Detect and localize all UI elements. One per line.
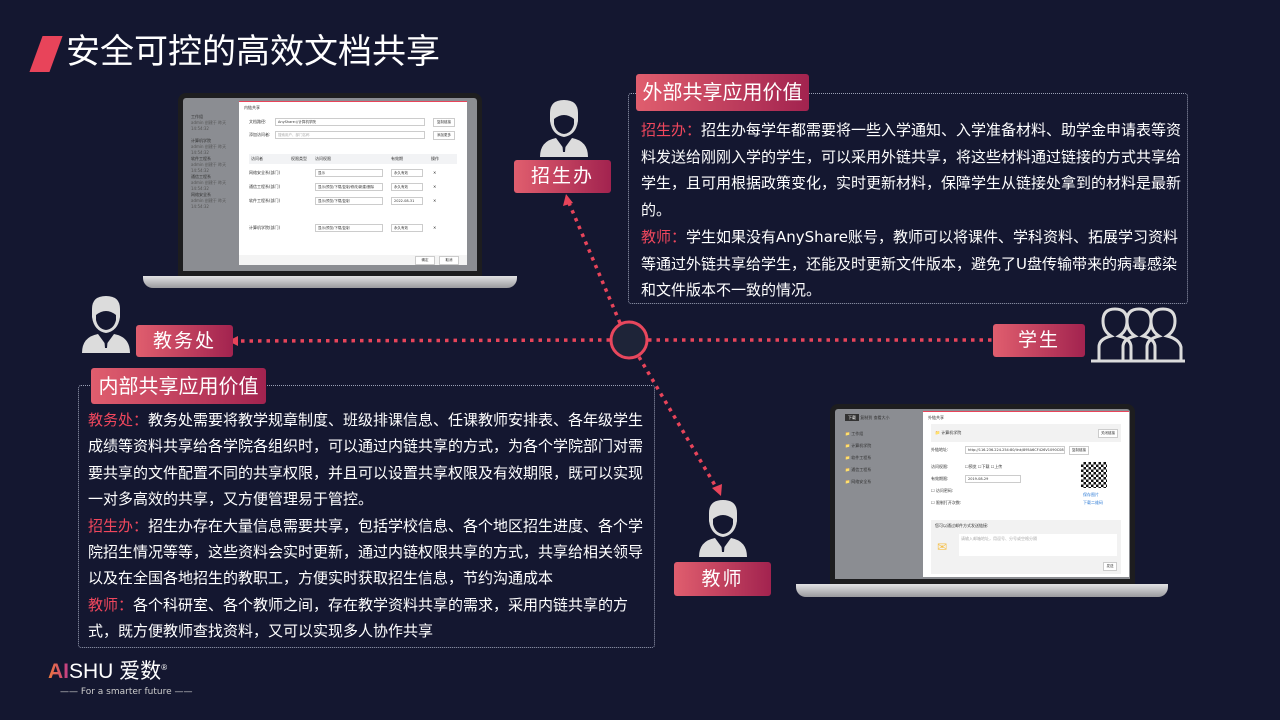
download-qr-link[interactable]: 下载二维码 bbox=[1083, 500, 1103, 505]
external-share-text: 招生办：招生办每学年都需要将一些入学通知、入学准备材料、助学金申请表等资料发送给… bbox=[641, 117, 1183, 304]
mail-icon: ✉ bbox=[937, 540, 948, 554]
email-input[interactable]: 请输入邮箱地址，用逗号、分号或空格分隔 bbox=[959, 534, 1117, 556]
paragraph: 招生办存在大量信息需要共享，包括学校信息、各个地区招生进度、各个学院招生情况等等… bbox=[88, 516, 644, 588]
role-key: 教务处： bbox=[88, 411, 149, 429]
paragraph: 学生如果没有AnyShare账号，教师可以将课件、学科资料、拓展学习资料等通过外… bbox=[641, 227, 1178, 300]
laptop-external-share: 下载 复制到 查看大小 📁 工作组 📁 计算机学院 📁 软件工程系 📁 通信工程… bbox=[830, 404, 1135, 584]
person-icon bbox=[540, 100, 588, 157]
paragraph: 教务处需要将教学规章制度、班级排课信息、任课教师安排表、各年级学生成绩等资料共享… bbox=[88, 411, 644, 509]
person-icon bbox=[699, 500, 747, 557]
students-group-icon bbox=[1091, 307, 1185, 363]
internal-share-text: 教务处：教务处需要将教学规章制度、班级排课信息、任课教师安排表、各年级学生成绩等… bbox=[88, 407, 648, 645]
external-share-header: 外部共享应用价值 bbox=[636, 74, 809, 111]
add-more-button[interactable]: 添加更多 bbox=[433, 131, 455, 140]
arrow-up bbox=[563, 194, 573, 206]
node-jiaowu-label: 教务处 bbox=[136, 325, 233, 357]
page-title: 安全可控的高效文档共享 bbox=[66, 32, 440, 72]
paragraph: 各个科研室、各个教师之间，存在教学资料共享的需求，采用内链共享的方式，既方便教师… bbox=[88, 595, 629, 641]
node-zhaosheng-label: 招生办 bbox=[514, 160, 611, 193]
role-key: 教师： bbox=[641, 227, 687, 246]
internal-share-box bbox=[78, 385, 655, 648]
center-hub bbox=[609, 320, 649, 360]
save-qr-link[interactable]: 保存图片 bbox=[1083, 492, 1099, 497]
node-jiaoshi-label: 教师 bbox=[674, 562, 771, 596]
role-key: 教师： bbox=[88, 595, 134, 614]
internal-share-dialog: 内链共享 文档路径:AnyShare://计算机学院复制链接 添加访问者:搜索用… bbox=[239, 101, 467, 265]
arrow-left bbox=[228, 336, 238, 346]
cancel-button[interactable]: 取消 bbox=[439, 256, 459, 265]
table-row: 网络安全系(部门)显示永久有效✕ bbox=[249, 169, 437, 177]
laptop-base bbox=[796, 584, 1168, 597]
dialog-title: 外链共享 bbox=[928, 415, 944, 420]
node-xuesheng-label: 学生 bbox=[993, 324, 1085, 357]
copy-link-button[interactable]: 复制链接 bbox=[433, 118, 455, 127]
connector-to-zhaosheng bbox=[567, 202, 622, 324]
add-visitor-input[interactable]: 搜索用户、部门名称 bbox=[275, 131, 425, 139]
aishu-logo: AISHU 爱数® —— For a smarter future —— bbox=[48, 660, 193, 697]
send-button[interactable]: 发送 bbox=[1103, 562, 1117, 571]
role-key: 招生办： bbox=[641, 121, 702, 139]
qr-code bbox=[1081, 462, 1107, 488]
connector-to-jiaowu bbox=[235, 338, 611, 343]
expire-date-field[interactable]: 2019-08-29 bbox=[965, 475, 1021, 483]
path-field[interactable]: AnyShare://计算机学院 bbox=[275, 118, 425, 126]
dialog-title: 内链共享 bbox=[244, 105, 260, 110]
laptop-base bbox=[143, 276, 517, 288]
link-field[interactable]: http://116.236.224.254:80/link/895A6CF42… bbox=[965, 446, 1065, 454]
folder-name: 📁 计算机学院 bbox=[935, 430, 962, 435]
file-list: 下载 复制到 查看大小 📁 工作组 📁 计算机学院 📁 软件工程系 📁 通信工程… bbox=[845, 414, 890, 484]
person-icon bbox=[82, 296, 130, 353]
external-share-box bbox=[628, 93, 1188, 304]
internal-share-header: 内部共享应用价值 bbox=[91, 368, 266, 404]
role-key: 招生办： bbox=[88, 516, 149, 535]
paragraph: 招生办每学年都需要将一些入学通知、入学准备材料、助学金申请表等资料发送给刚刚入学… bbox=[641, 121, 1182, 220]
copy-link-button[interactable]: 复制链接 bbox=[1069, 446, 1089, 455]
arrow-down bbox=[712, 484, 722, 496]
external-share-dialog: 外链共享 📁 计算机学院关闭链接 外链地址:http://116.236.224… bbox=[923, 411, 1129, 577]
table-row: 通信工程系(部门)显示/预览/下载/复制/修改/新建/删除永久有效✕ bbox=[249, 183, 437, 191]
ok-button[interactable]: 确定 bbox=[415, 256, 435, 265]
close-link-button[interactable]: 关闭链接 bbox=[1098, 429, 1118, 438]
table-row: 计算机学院(部门)显示/预览/下载/复制永久有效✕ bbox=[249, 224, 437, 232]
